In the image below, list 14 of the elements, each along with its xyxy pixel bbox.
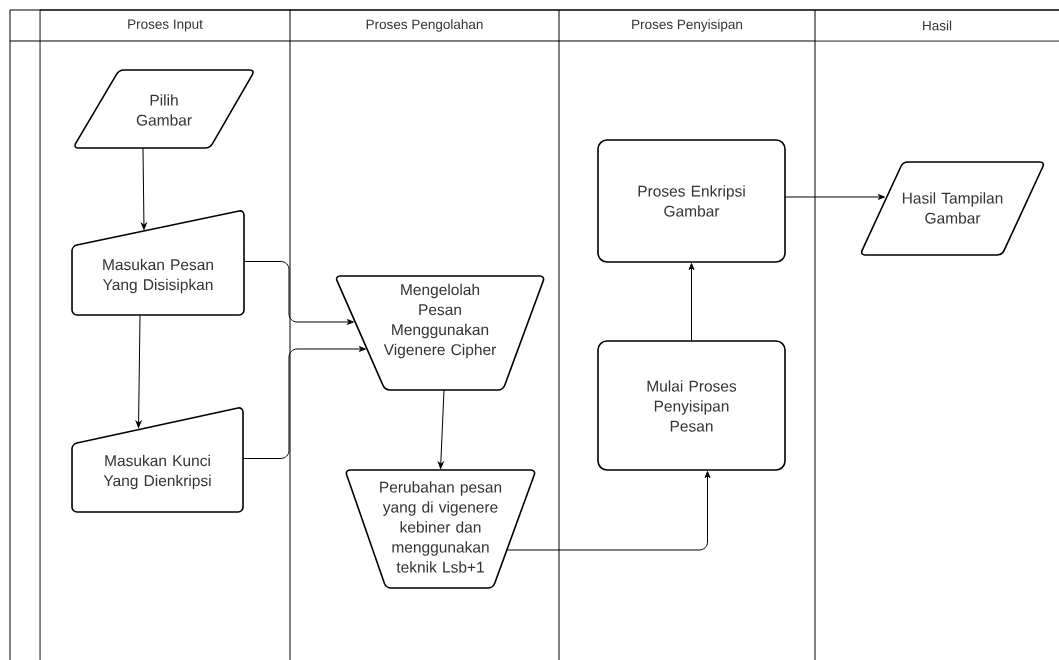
manual-operation-trapezoid: Mengelolah Pesan Menggunakan Vigenere Cipher	[335, 275, 545, 391]
arrow	[141, 147, 147, 230]
process-box: Mulai Proses Penyisipan Pesan	[597, 340, 786, 471]
process-box: Proses Enkripsi Gambar	[597, 139, 786, 263]
arrow	[437, 389, 445, 469]
manual-operation-trapezoid: Perubahan pesan yang di vigenere kebiner dan menggunakan teknik Lsb+1	[345, 469, 536, 589]
arrow	[243, 261, 354, 325]
arrow	[242, 346, 366, 459]
arrow	[506, 471, 711, 551]
data-parallelogram: Pilih Gambar	[74, 69, 254, 149]
arrow	[135, 314, 142, 428]
arrow	[784, 194, 885, 200]
arrow	[688, 263, 695, 342]
data-parallelogram: Hasil Tampilan Gambar	[860, 161, 1045, 256]
